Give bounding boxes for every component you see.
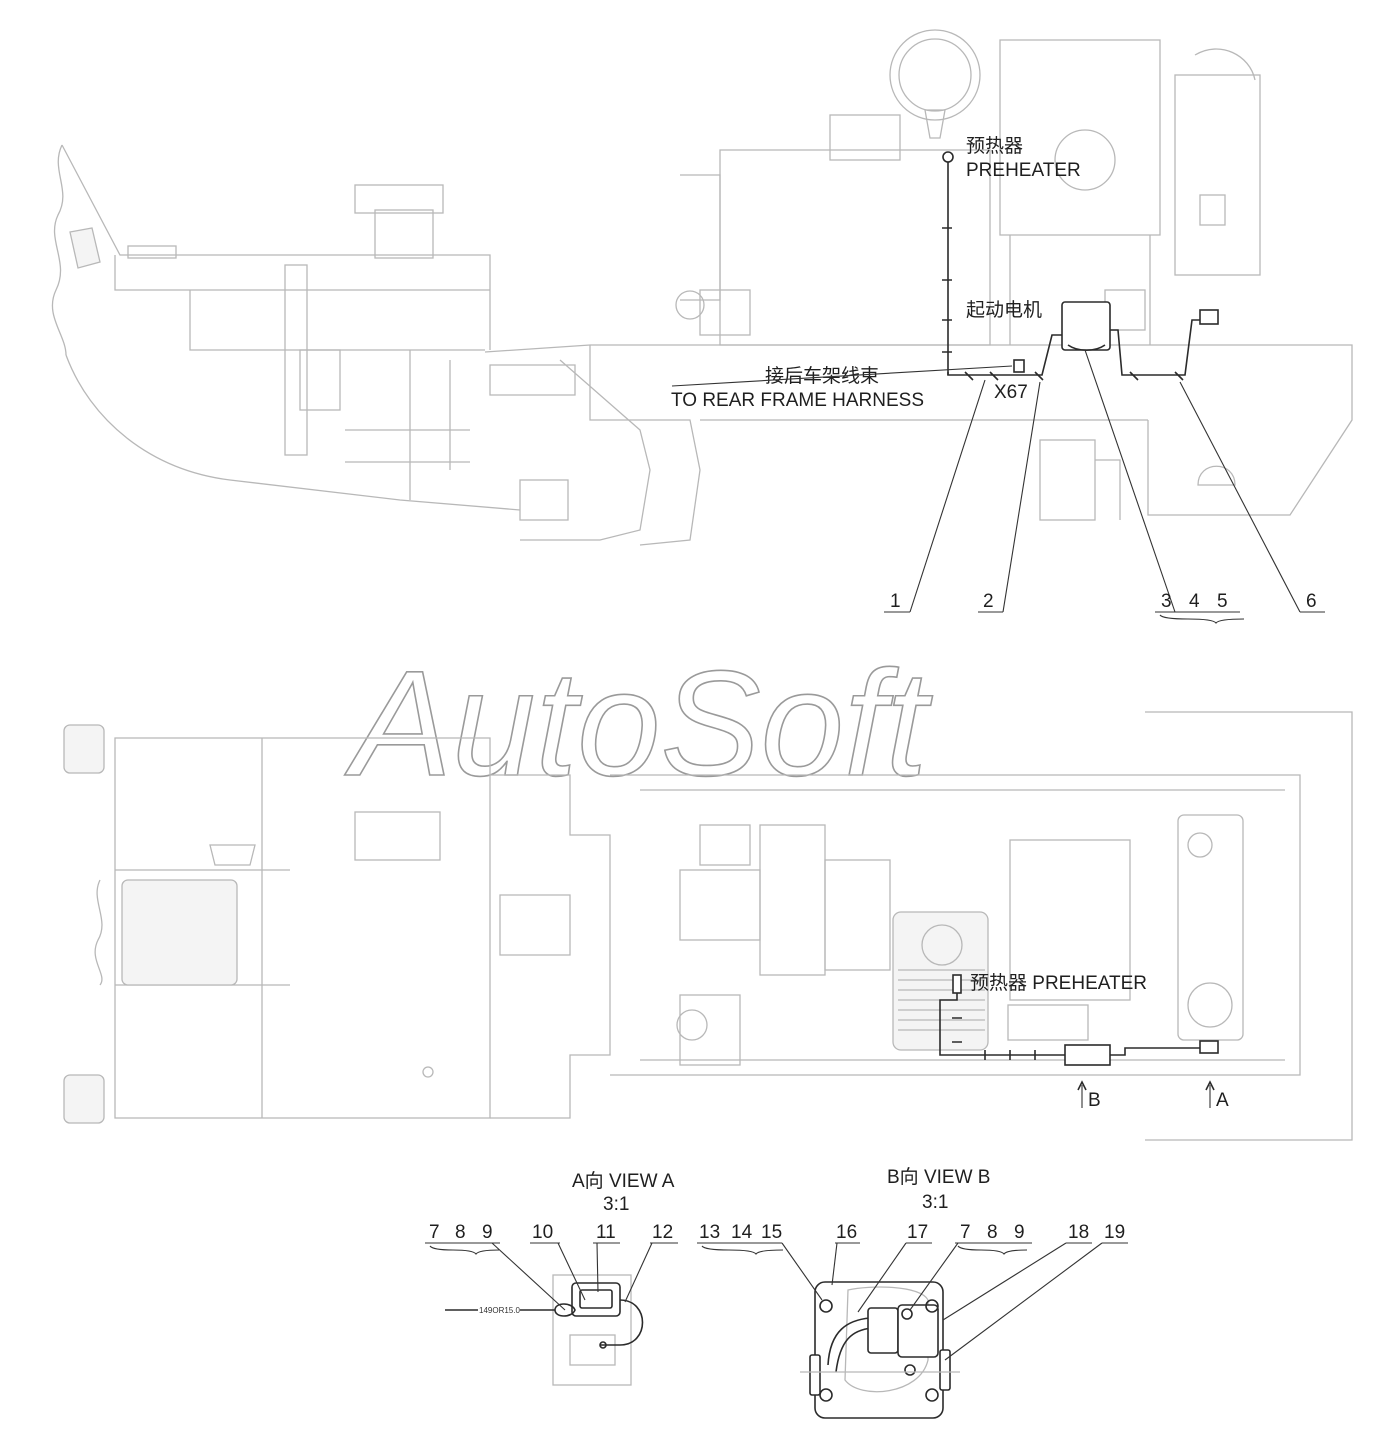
view-b-callout-18: 18	[1068, 1222, 1089, 1243]
plan-battery-terminal-icon	[1199, 1040, 1219, 1054]
view-b-callout-17: 17	[907, 1222, 928, 1243]
relay-box-icon	[1061, 301, 1111, 351]
plan-preheater-terminal-icon	[952, 974, 962, 994]
battery-terminal-icon	[1199, 309, 1219, 325]
plan-view-harness	[939, 974, 1219, 1066]
view-a-callout-10: 10	[532, 1222, 553, 1243]
callout-1: 1	[890, 591, 901, 612]
plan-preheater-label: 预热器 PREHEATER	[970, 972, 1147, 994]
view-b-callout-19: 19	[1104, 1222, 1125, 1243]
callout-4: 4	[1189, 591, 1200, 612]
preheater-terminal-icon	[942, 151, 954, 163]
plan-relay-box-icon	[1064, 1044, 1111, 1066]
callout-5: 5	[1217, 591, 1228, 612]
plan-view-machine-outline	[63, 711, 1353, 1141]
view-b-scale: 3:1	[922, 1192, 948, 1213]
callout-3: 3	[1161, 591, 1172, 612]
preheater-cn-label: 预热器	[966, 135, 1023, 157]
view-a-callout-9: 9	[482, 1222, 493, 1243]
view-b-callout-14: 14	[731, 1222, 753, 1243]
callout-6: 6	[1306, 591, 1317, 612]
starter-cn-label: 起动电机	[966, 299, 1042, 321]
view-a-callout-7: 7	[429, 1222, 440, 1243]
view-a-callout-11: 11	[596, 1222, 616, 1243]
view-b-callout-13: 13	[699, 1222, 720, 1243]
rear-harness-en-label: TO REAR FRAME HARNESS	[671, 390, 924, 411]
rear-harness-cn-label: 接后车架线束	[765, 365, 879, 387]
view-a-callout-12: 12	[652, 1222, 673, 1243]
view-b-callout-7: 7	[960, 1222, 971, 1243]
view-b-callout-15: 15	[761, 1222, 782, 1243]
x67-connector-icon	[1013, 359, 1025, 373]
view-a-callout-8: 8	[455, 1222, 466, 1243]
view-a-title: A向 VIEW A	[572, 1170, 675, 1192]
view-marker-a: A	[1216, 1090, 1229, 1111]
view-marker-b: B	[1088, 1090, 1101, 1111]
view-a-scale: 3:1	[603, 1194, 629, 1215]
view-a-detail: A向 VIEW A 3:1 149OR15.0 7 8 9 10 11 12	[425, 1170, 678, 1386]
view-b-callout-9: 9	[1014, 1222, 1025, 1243]
view-b-callout-8: 8	[987, 1222, 998, 1243]
side-view-machine-outline	[51, 29, 1353, 546]
x67-connector-label: X67	[994, 382, 1028, 403]
side-view-harness	[942, 151, 1219, 381]
autosoft-watermark: AutoSoft	[344, 639, 933, 807]
view-b-detail: B向 VIEW B 3:1 13 14 15 16 17 7 8	[697, 1166, 1128, 1419]
preheater-en-label: PREHEATER	[966, 160, 1081, 181]
view-b-callout-16: 16	[836, 1222, 857, 1243]
view-a-wire-tag: 149OR15.0	[479, 1306, 520, 1315]
top-callouts: 1 2 3 4 5 6	[884, 349, 1325, 624]
view-b-title: B向 VIEW B	[887, 1166, 990, 1188]
callout-2: 2	[983, 591, 994, 612]
